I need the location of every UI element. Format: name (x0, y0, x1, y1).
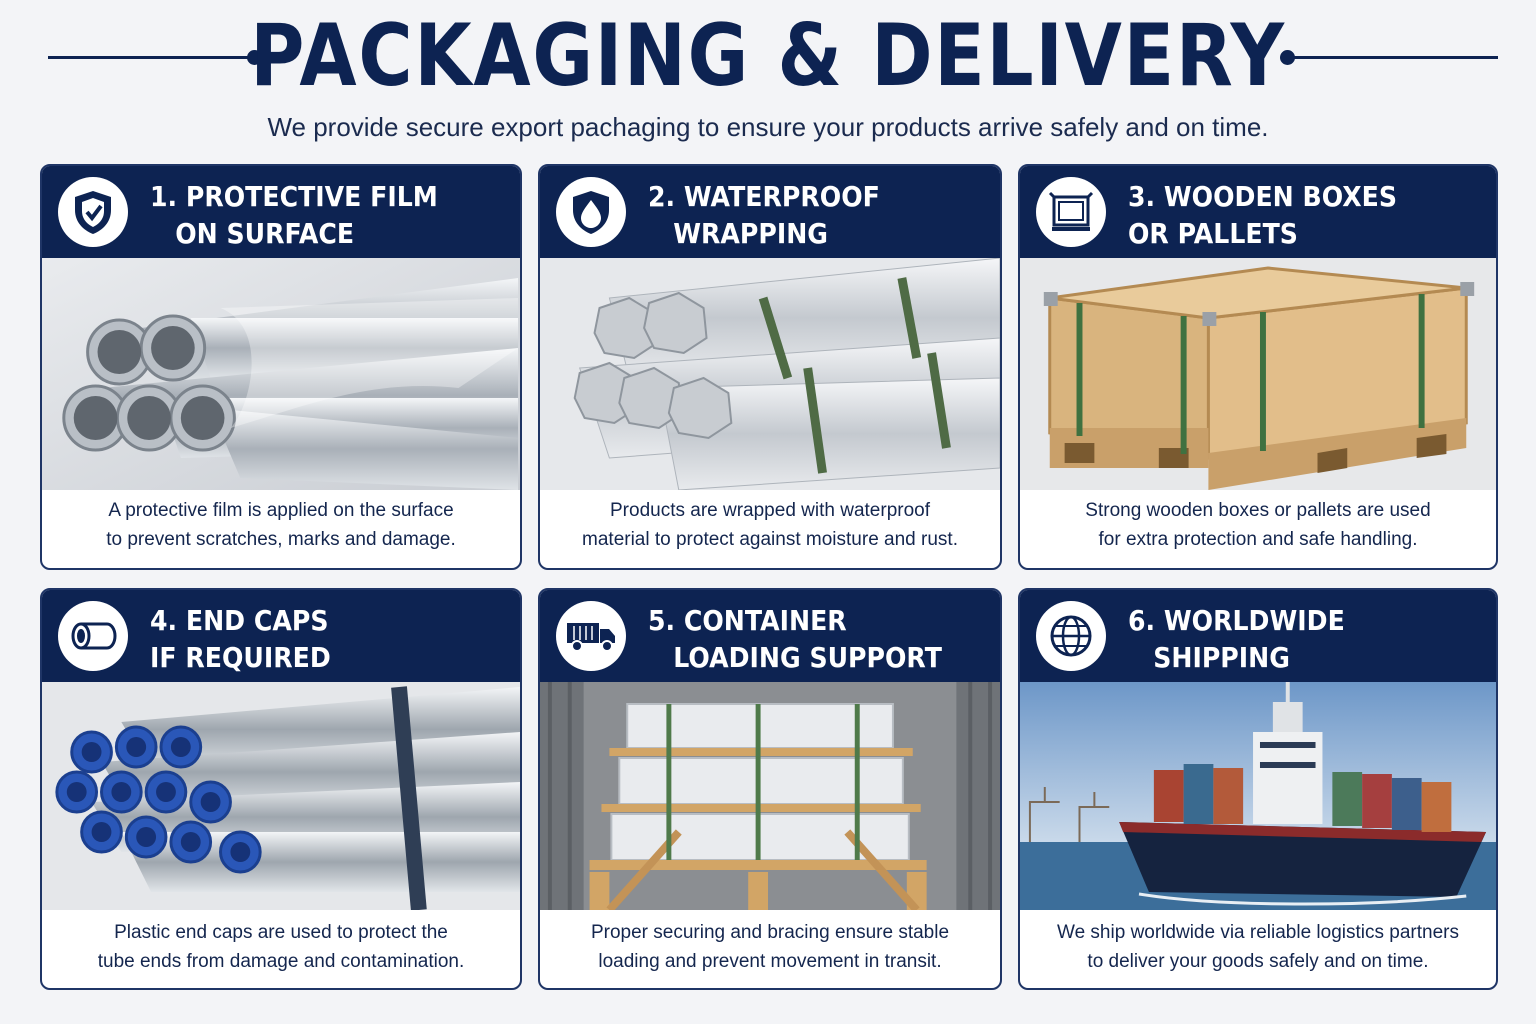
globe-icon (1036, 601, 1106, 671)
card-waterproof-wrapping: 2. WATERPROOF WRAPPING (538, 164, 1002, 570)
card-description-line1: A protective film is applied on the surf… (108, 500, 454, 521)
shield-icon (58, 177, 128, 247)
card-header: 5. CONTAINER LOADING SUPPORT (540, 590, 1000, 682)
card-title-line1: 6. WORLDWIDE (1128, 604, 1345, 637)
card-protective-film: 1. PROTECTIVE FILM ON SURFACE (40, 164, 522, 570)
card-title: 4. END CAPS IF REQUIRED (150, 602, 474, 676)
card-image-wrapped-bundles (540, 258, 1000, 490)
page-subtitle: We provide secure export pachaging to en… (267, 112, 1269, 142)
card-title-line2: WRAPPING (673, 217, 828, 250)
card-description-line2: tube ends from damage and contamination. (97, 951, 465, 972)
card-description: Proper securing and bracing ensure stabl… (548, 918, 992, 976)
card-description-line2: material to protect against moisture and… (582, 529, 958, 550)
card-description-line1: Plastic end caps are used to protect the (114, 922, 448, 943)
card-title-line2: OR PALLETS (1128, 217, 1298, 250)
card-image-cargo-ship (1020, 682, 1496, 910)
card-description-line2: for extra protection and safe handling. (1098, 529, 1418, 550)
card-title-line2: ON SURFACE (175, 217, 355, 250)
card-description-line1: Products are wrapped with waterproof (610, 500, 930, 521)
card-title-line1: 5. CONTAINER (648, 604, 847, 637)
card-title-line1: 1. PROTECTIVE FILM (150, 180, 438, 213)
card-end-caps: 4. END CAPS IF REQUIRED (40, 588, 522, 990)
card-image-wooden-crate (1020, 258, 1496, 490)
card-description-line1: Proper securing and bracing ensure stabl… (590, 922, 950, 943)
card-description: Strong wooden boxes or pallets are used … (1028, 496, 1488, 554)
truck-icon (556, 601, 626, 671)
card-header: 1. PROTECTIVE FILM ON SURFACE (42, 166, 520, 258)
card-wooden-boxes: 3. WOODEN BOXES OR PALLETS (1018, 164, 1498, 570)
card-header: 2. WATERPROOF WRAPPING (540, 166, 1000, 258)
card-title-line2: IF REQUIRED (150, 641, 331, 674)
card-image-capped-tubes (42, 682, 520, 910)
card-description-line1: Strong wooden boxes or pallets are used (1085, 500, 1431, 521)
card-description: Plastic end caps are used to protect the… (50, 918, 512, 976)
card-title-line2: LOADING SUPPORT (673, 641, 942, 674)
page-header: PACKAGING & DELIVERY We provide secure e… (0, 0, 1536, 160)
card-header: 6. WORLDWIDE SHIPPING AVAILABLE (1020, 590, 1496, 711)
card-description-line2: loading and prevent movement in transit. (598, 951, 942, 972)
card-description-line2: to deliver your goods safely and on time… (1087, 951, 1429, 972)
card-title-line1: 4. END CAPS (150, 604, 329, 637)
card-title-line1: 2. WATERPROOF (648, 180, 880, 213)
tube-cap-icon (58, 601, 128, 671)
card-header: 3. WOODEN BOXES OR PALLETS (1020, 166, 1496, 258)
page-title: PACKAGING & DELIVERY (250, 6, 1286, 106)
crate-icon (1036, 177, 1106, 247)
card-title: 5. CONTAINER LOADING SUPPORT (648, 602, 956, 676)
title-decoration-right (1280, 50, 1498, 65)
water-drop-shield-icon (556, 177, 626, 247)
card-container-loading: 5. CONTAINER LOADING SUPPORT Proper sec (538, 588, 1002, 990)
card-description-line2: to prevent scratches, marks and damage. (106, 529, 456, 550)
card-title: 2. WATERPROOF WRAPPING (648, 178, 956, 252)
card-image-container-loading (540, 682, 1000, 910)
card-header: 4. END CAPS IF REQUIRED (42, 590, 520, 682)
card-description-line1: We ship worldwide via reliable logistics… (1057, 922, 1459, 943)
card-description: We ship worldwide via reliable logistics… (1028, 918, 1488, 976)
card-title: 1. PROTECTIVE FILM ON SURFACE (150, 178, 474, 252)
card-title: 3. WOODEN BOXES OR PALLETS (1128, 178, 1450, 252)
card-worldwide-shipping: 6. WORLDWIDE SHIPPING AVAILABLE (1018, 588, 1498, 990)
title-decoration-left (48, 50, 262, 65)
card-description: Products are wrapped with waterproof mat… (548, 496, 992, 554)
card-title-line1: 3. WOODEN BOXES (1128, 180, 1398, 213)
card-description: A protective film is applied on the surf… (50, 496, 512, 554)
card-image-film-tubes (42, 258, 520, 490)
